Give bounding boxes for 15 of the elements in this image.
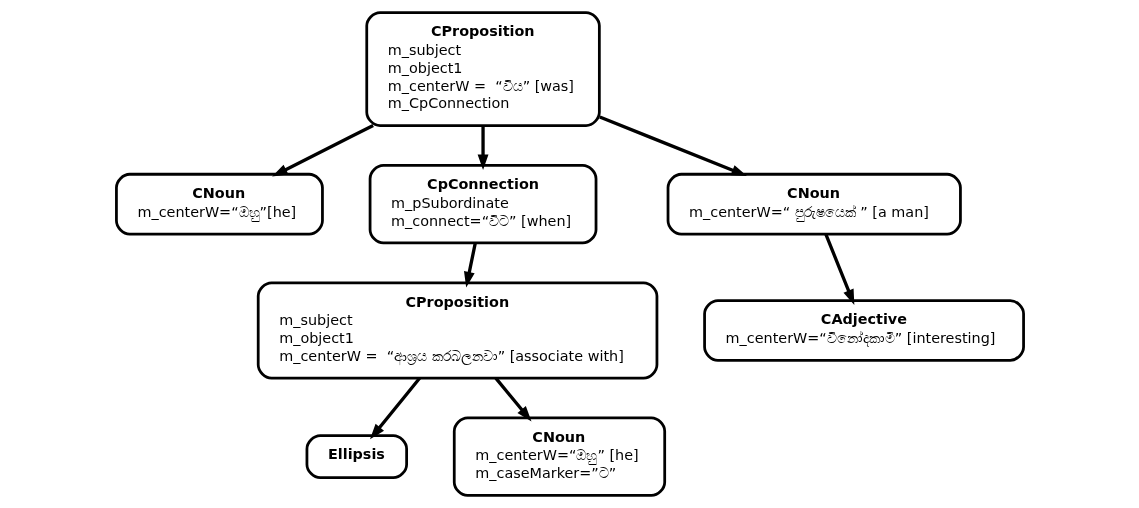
node-box: Ellipsis (305, 434, 408, 480)
node-box: CNoun m_centerW=“ පුරුෂයෙක් ” [a man] (666, 172, 962, 236)
node-box: CNoun m_centerW=“ඔහු”[he] (114, 172, 324, 236)
arrow (598, 115, 747, 177)
node-box: CProposition m_subject m_object1 m_centerW = “ආශ්‍රය කරබලනවා” [associate with] (256, 281, 658, 380)
arrow (823, 233, 854, 306)
arrow (271, 124, 374, 177)
node-box: CProposition m_subject m_object1 m_centerW = “විය” [was] m_CpConnection (364, 11, 601, 127)
node-box: CAdjective m_centerW=“විනෝදකාමී” [interesting] (702, 299, 1025, 362)
arrow (463, 242, 477, 288)
node-box: CNoun m_centerW=“ඔහු” [he] m_caseMarker=”ට” (452, 416, 666, 497)
node-box: CpConnection m_pSubordinate m_connect=“විට” [when] (368, 164, 597, 245)
arrow (369, 377, 421, 440)
arrow (494, 377, 532, 422)
arrow (477, 125, 488, 171)
